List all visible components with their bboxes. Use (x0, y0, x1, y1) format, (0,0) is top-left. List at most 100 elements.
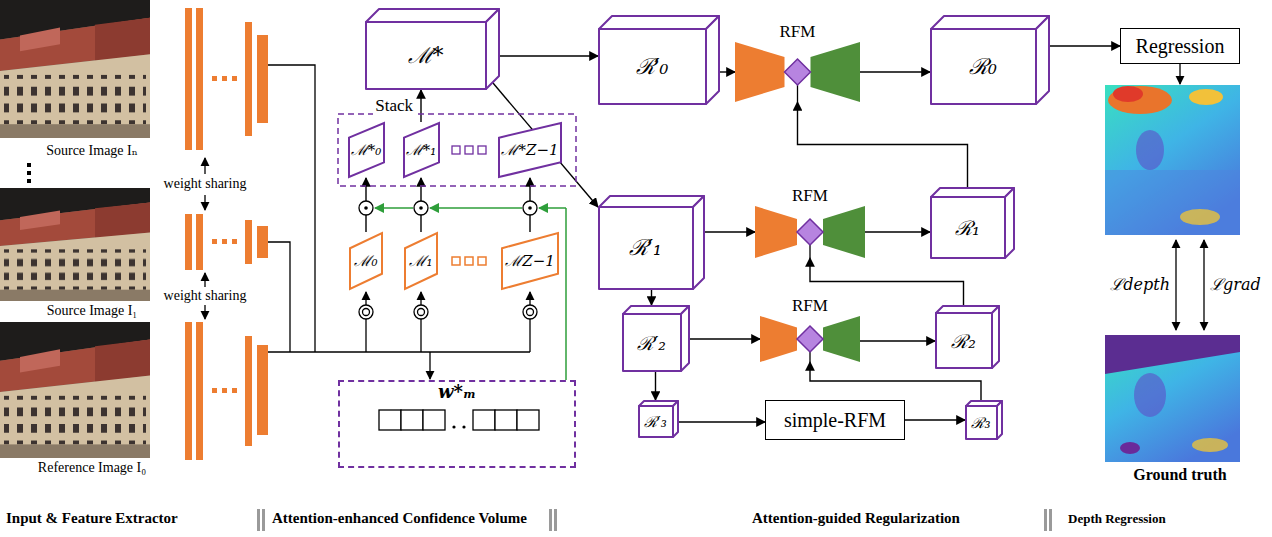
drawing-part (1189, 89, 1223, 105)
drawing-part (359, 201, 373, 215)
drawing-part (1134, 373, 1166, 417)
drawing-part (528, 206, 532, 210)
connector-arrow (905, 419, 965, 420)
drawing-part (1180, 209, 1220, 225)
drawing-part (1175, 240, 1176, 330)
vector-cell (495, 410, 517, 430)
encoder-trapezoid (755, 206, 797, 258)
slice-outline (349, 123, 384, 177)
drawing-part (478, 146, 486, 154)
drawing-part (232, 388, 237, 393)
slice-outline (502, 233, 558, 289)
node-label: Regression (1136, 35, 1225, 57)
drawing-part (196, 322, 203, 460)
feedback-stem (797, 85, 798, 102)
edge-label: Stack (373, 96, 415, 116)
drawing-part (365, 292, 366, 305)
connector-arrow (651, 290, 652, 305)
drawing-part (268, 242, 290, 352)
vector-cell (379, 410, 401, 430)
cube-face (706, 16, 719, 104)
drawing-part (478, 257, 486, 265)
connector-arrow (655, 372, 656, 400)
drawing-part (465, 146, 473, 154)
drawing-part (268, 65, 315, 352)
encoder-trapezoid (735, 42, 785, 102)
figure-caption: weight sharing (164, 288, 247, 304)
connector-arrow (679, 421, 765, 422)
drawing-part (420, 292, 421, 305)
node-label: ℛ′₂ (637, 333, 666, 354)
text-holder: ℛ′₀ (598, 29, 706, 105)
connector-arrow (690, 338, 760, 339)
loss-arrows (1176, 240, 1204, 330)
fusion-diamond (785, 59, 811, 85)
node-label: RFM (792, 297, 828, 316)
drawing-part (222, 388, 227, 393)
drawing-part (1108, 86, 1172, 114)
node-label: w*ₘ (438, 382, 476, 402)
drawing-part (529, 319, 530, 352)
drawing-part (452, 146, 460, 154)
rfm-module: RFM (735, 22, 860, 102)
attention-slice: ℳ*₀ (348, 122, 385, 178)
cube-face (966, 406, 997, 439)
drawing-part (212, 388, 217, 393)
drawing-part (204, 158, 205, 174)
drawing-part (418, 309, 425, 316)
multiply-symbol (359, 201, 537, 215)
drawing-part (523, 305, 537, 319)
text-holder: ℛ′₂ (622, 314, 681, 372)
drawing-part (523, 201, 537, 215)
volume-cube: ℛ′₁ (598, 195, 705, 290)
text-holder: ℛ₁ (930, 197, 1005, 259)
drawing-part (262, 509, 265, 531)
node-label: ℳ₁ (409, 253, 432, 270)
drawing-part (414, 201, 428, 215)
text-holder: RFM (735, 22, 860, 42)
ellipsis-dot (462, 425, 465, 428)
figure-caption: ℒdepth (1110, 276, 1170, 294)
node-label: ℳ*₁ (406, 142, 437, 159)
node-label: ℛ′₁ (629, 236, 662, 260)
text-holder: simple-RFM (766, 401, 904, 439)
text-holder: ℳ₀ (349, 232, 383, 290)
drawing-part (565, 208, 567, 380)
connector-arrow (1050, 45, 1120, 46)
cost-slice: ℳ₀ (349, 232, 383, 290)
node-label: ℳ*Z−1 (501, 142, 558, 159)
section-title: Attention-enhanced Confidence Volume (272, 510, 527, 527)
output-arrow (1179, 64, 1180, 84)
drawing-part (232, 239, 237, 244)
encoder-trapezoid (760, 316, 797, 362)
ellipsis-dot (452, 425, 455, 428)
drawing-part (1105, 85, 1240, 235)
cube-face (486, 9, 499, 89)
volume-cube: ℛ′₂ (622, 305, 690, 372)
cube-face (599, 16, 719, 29)
drawing-part (430, 207, 522, 209)
drawing-part (452, 257, 460, 265)
cost-slice: ℳ₁ (404, 232, 438, 290)
decoder-trapezoid (823, 206, 865, 258)
connector-arrow (865, 231, 930, 232)
drawing-part (212, 239, 217, 244)
stack-group-outline (338, 114, 576, 186)
cube-face (931, 16, 1049, 29)
drawing-part (554, 509, 557, 531)
figure-caption: Source Image Iₙ (46, 143, 138, 159)
volume-cube: ℛ₃ (965, 400, 1003, 440)
drawing-part (257, 35, 268, 123)
text-holder: ℳ*₀ (348, 122, 385, 178)
volume-cube: ℛ′₀ (598, 15, 720, 105)
correlation-symbol (359, 305, 537, 319)
rfm-module: RFM (755, 186, 865, 258)
text-holder: ℳ*₁ (403, 122, 440, 178)
text-holder: RFM (755, 186, 865, 206)
cube-face (931, 29, 1036, 104)
volume-cube: ℛ′₃ (638, 400, 679, 438)
ground-truth-depth-map (1105, 335, 1240, 462)
node-label: RFM (780, 23, 816, 42)
